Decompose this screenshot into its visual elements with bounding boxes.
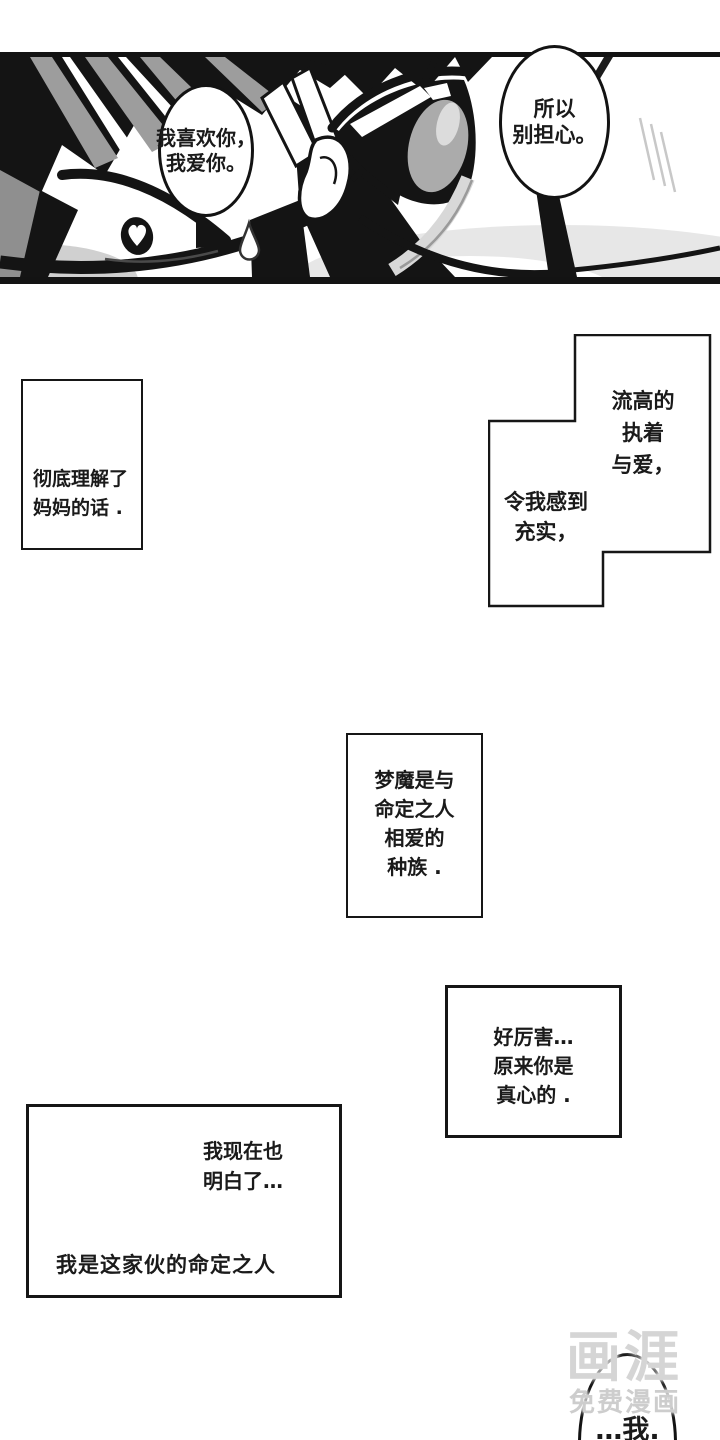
speech-text: 我喜欢你， [156, 125, 256, 150]
narration-line: 执着 [622, 421, 664, 445]
narration-line: 好厉害… [493, 1025, 574, 1049]
left-character-eye [57, 168, 232, 263]
narration-line: 种族 . [387, 855, 442, 879]
narration-line: 令我感到 [504, 490, 588, 514]
speech-text: 所以 [533, 97, 576, 121]
speech-bubble-left: 我喜欢你， 我爱你。 [156, 84, 256, 217]
open-mouth [327, 66, 476, 205]
narration-line: 彻底理解了 [33, 468, 129, 490]
sweat-drop-icon [238, 218, 261, 261]
narration-line: 梦魔是与 [374, 768, 455, 792]
watermark-subtitle: 免费漫画 [569, 1388, 682, 1418]
panel-border-top [0, 52, 720, 57]
caption-box-amazing: 好厉害… 原来你是 真心的 . [445, 985, 622, 1138]
caption-polygon-border [488, 334, 712, 608]
panel-artwork [0, 52, 720, 284]
manga-panel [0, 40, 720, 290]
caption-box-love: 流高的 执着 与爱， 令我感到 充实， [488, 334, 712, 608]
speech-text: 别担心。 [512, 123, 597, 147]
teeth [350, 86, 431, 137]
narration-line: 原来你是 [493, 1054, 574, 1078]
narration-line: 命定之人 [374, 797, 455, 821]
narration-line: 我是这家伙的命定之人 [56, 1253, 276, 1277]
narration-line: 我现在也 [203, 1139, 283, 1163]
narration-line: 妈妈的话 . [33, 497, 123, 519]
watermark-logo: 画涯 [566, 1325, 683, 1389]
caption-box-mom: 彻底理解了 妈妈的话 . [21, 379, 143, 550]
heart-pupil-icon [128, 224, 147, 246]
speech-bubble-right: 所以 别担心。 [499, 45, 610, 199]
panel-border-bottom [0, 277, 720, 284]
narration-line: 真心的 . [496, 1083, 571, 1107]
speech-text: 我爱你。 [166, 150, 246, 175]
narration-line: 流高的 [611, 389, 675, 413]
narration-line: 与爱， [611, 453, 675, 477]
narration-line: 相爱的 [384, 826, 445, 850]
caption-box-realize: 我现在也 明白了… 我是这家伙的命定之人 [26, 1104, 342, 1298]
narration-line: 充实， [514, 520, 578, 544]
ear [297, 135, 352, 221]
speech-text: …我. [595, 1415, 660, 1440]
caption-box-incubus: 梦魔是与 命定之人 相爱的 种族 . [346, 733, 483, 918]
narration-line: 明白了… [203, 1169, 283, 1193]
